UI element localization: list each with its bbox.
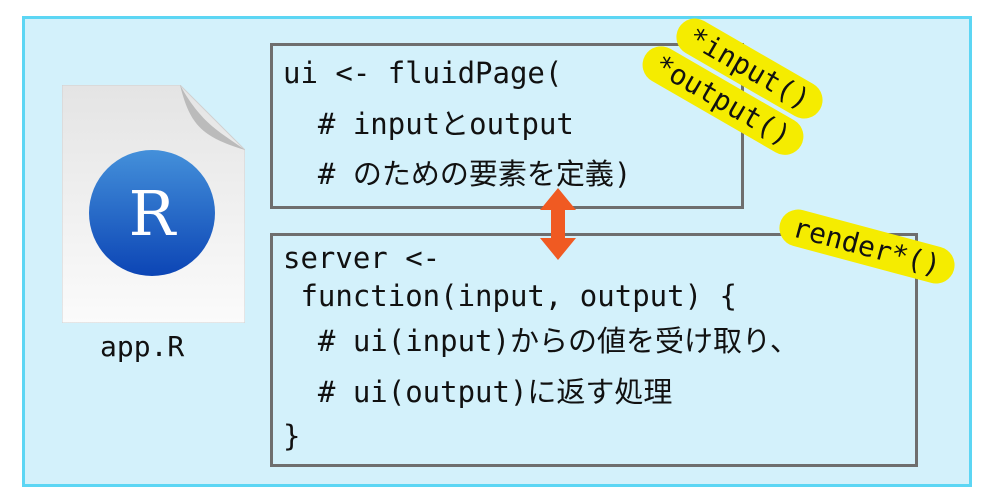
code-line: function(input, output) { (283, 279, 737, 313)
code-line: server <- (283, 241, 441, 275)
code-line: # inputとoutput (283, 107, 574, 141)
server-code-box: server <- function(input, output) { # ui… (270, 233, 918, 467)
r-logo-letter: R (129, 177, 178, 250)
bidirectional-arrow-icon (540, 188, 576, 260)
code-line: # ui(output)に返す処理 (283, 375, 673, 409)
code-line: # のための要素を定義) (283, 157, 632, 191)
code-line: # ui(input)からの値を受け取り、 (283, 324, 799, 358)
ui-code-box: ui <- fluidPage( # inputとoutput # のための要素… (270, 43, 744, 209)
code-line: ui <- fluidPage( (283, 56, 563, 90)
file-name: app.R (100, 330, 185, 363)
code-line: } (283, 419, 301, 453)
r-file-icon: R (62, 85, 245, 323)
